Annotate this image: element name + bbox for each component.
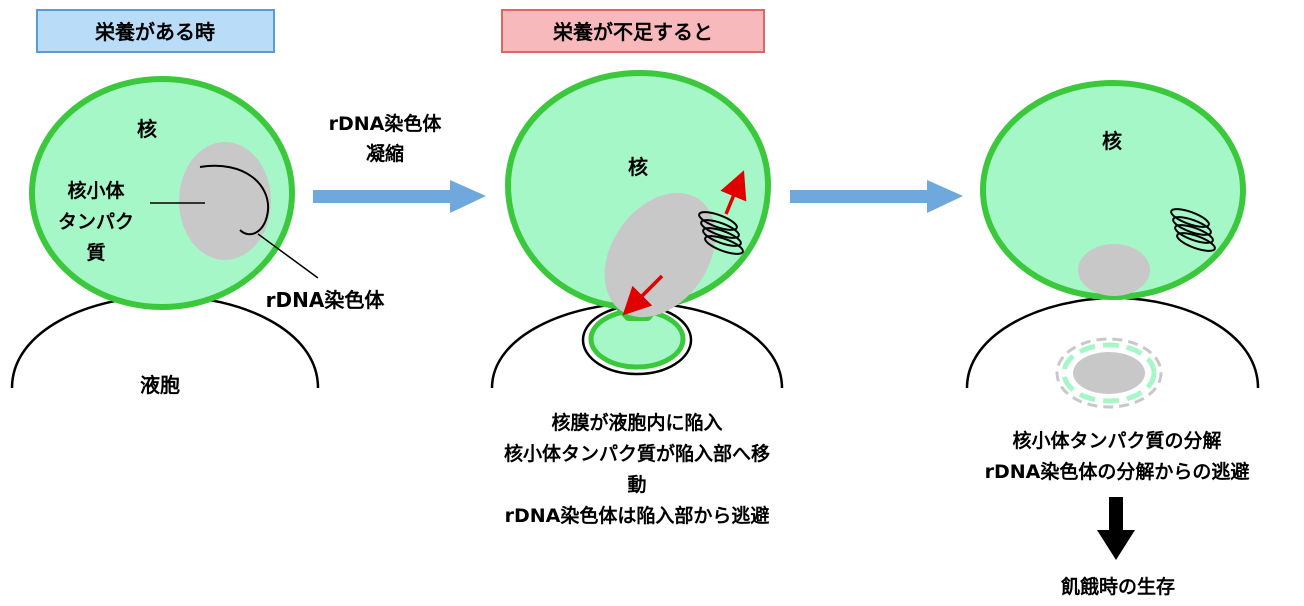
nucleus-label-3: 核 bbox=[1102, 129, 1122, 153]
arrow-1-label-line1: rDNA染色体 bbox=[329, 112, 443, 135]
header-nutrient-poor-label: 栄養が不足すると bbox=[552, 20, 713, 44]
nucleolus-move-arrow bbox=[622, 274, 664, 316]
nucleus-label-2: 核 bbox=[628, 155, 648, 179]
panel-2: 核 核膜が液胞内に陥入 核小体タンパク質が陥入部へ移 動 rDNA染色体は陥入部… bbox=[490, 70, 784, 527]
nucleolus-1 bbox=[179, 142, 271, 260]
nucleus-label-1: 核 bbox=[137, 117, 157, 141]
panel-3: 核 核小体タンパク質の分解 rDNA染色体の分解からの逃避 飢餓時の生存 bbox=[965, 80, 1260, 598]
protein-label-line1: 核小体 bbox=[67, 179, 125, 202]
panel-2-caption-line3: 動 bbox=[627, 474, 646, 496]
degrading-vesicle-outer bbox=[1055, 337, 1163, 409]
arrow-1-label-line2: 凝縮 bbox=[366, 142, 404, 165]
panel-2-caption-line4: rDNA染色体は陥入部から逃避 bbox=[505, 504, 770, 527]
rdna-label-1: rDNA染色体 bbox=[266, 288, 386, 312]
result-arrow bbox=[1097, 497, 1135, 560]
rdna-chromosome-1 bbox=[199, 164, 270, 236]
panel-1: 核 核小体 タンパク 質 rDNA染色体 液胞 bbox=[10, 76, 386, 397]
panel-2-caption-line1: 核膜が液胞内に陥入 bbox=[551, 411, 722, 434]
panel-3-caption-line2: rDNA染色体の分解からの逃避 bbox=[985, 460, 1250, 483]
nucleolus-3 bbox=[1078, 244, 1150, 296]
arrow-1: rDNA染色体 凝縮 bbox=[313, 112, 486, 213]
rdna-pointer-line bbox=[257, 233, 319, 279]
panel-3-caption-line1: 核小体タンパク質の分解 bbox=[1012, 429, 1221, 452]
result-label: 飢餓時の生存 bbox=[1060, 575, 1175, 598]
degrading-nucleolus bbox=[1073, 352, 1145, 394]
panel-2-caption-line2: 核小体タンパク質が陥入部へ移 bbox=[504, 442, 770, 465]
protein-label-line2: タンパク bbox=[58, 211, 134, 233]
arrow-2 bbox=[790, 180, 963, 213]
vacuole-label: 液胞 bbox=[140, 373, 180, 397]
rdna-escape-arrow bbox=[720, 170, 747, 215]
condensed-rdna-2 bbox=[698, 211, 744, 255]
header-nutrient-rich: 栄養がある時 bbox=[36, 9, 275, 53]
protein-label-line3: 質 bbox=[86, 241, 105, 264]
nucleus-3 bbox=[980, 80, 1246, 300]
header-nutrient-rich-label: 栄養がある時 bbox=[94, 20, 215, 44]
condensed-rdna-3 bbox=[1170, 208, 1216, 252]
header-nutrient-poor: 栄養が不足すると bbox=[501, 9, 765, 53]
